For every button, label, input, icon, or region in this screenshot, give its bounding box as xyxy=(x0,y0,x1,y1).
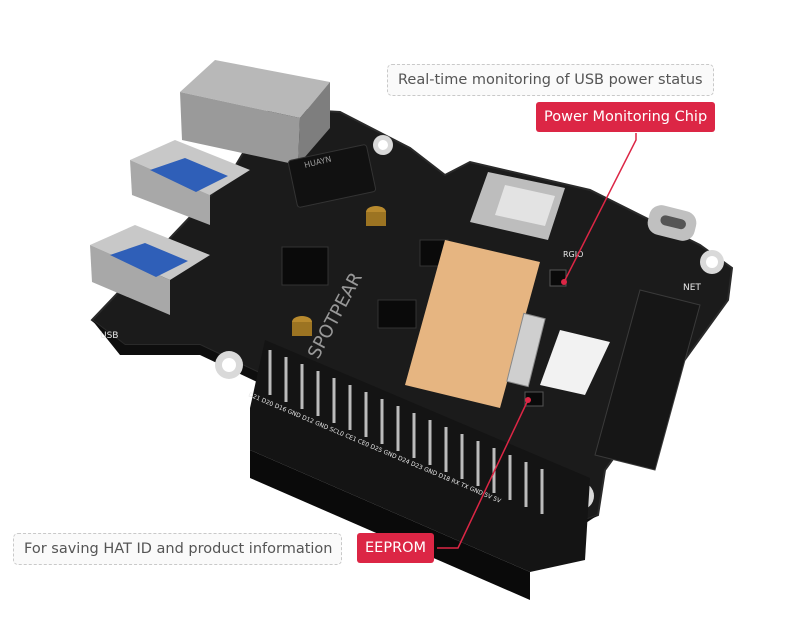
brass-standoff xyxy=(292,316,312,336)
fpc-connector xyxy=(506,312,546,388)
tag-eeprom: EEPROM xyxy=(357,533,435,563)
leader-line-eeprom xyxy=(437,399,529,549)
sim-card-slot xyxy=(470,172,565,240)
callout-hat-id-info: For saving HAT ID and product informatio… xyxy=(13,533,342,565)
usb-port-top xyxy=(130,140,250,225)
brass-standoff xyxy=(366,206,386,226)
ethernet-jack xyxy=(180,60,330,165)
leader-dot xyxy=(561,279,567,285)
ic-chip xyxy=(377,299,417,329)
gpio-header xyxy=(250,340,590,600)
tag-power-monitoring-chip: Power Monitoring Chip xyxy=(536,102,716,132)
silk-usb-label: USB xyxy=(100,331,118,341)
mounting-hole xyxy=(373,135,393,155)
silk-net-label: NET xyxy=(683,283,701,293)
callout-usb-power-status: Real-time monitoring of USB power status xyxy=(387,64,714,96)
mounting-hole xyxy=(215,351,243,379)
magnetics-chip xyxy=(287,144,377,208)
ic-chip xyxy=(281,246,329,286)
mounting-hole xyxy=(700,250,724,274)
m2-slot xyxy=(540,289,701,471)
silk-rgio-label: RGIO xyxy=(563,250,583,259)
leader-dot xyxy=(525,397,531,403)
usb-c-port xyxy=(647,205,697,241)
usb-port-bottom xyxy=(90,225,210,315)
leader-line-power-chip xyxy=(563,133,637,283)
heatsink-pad xyxy=(405,240,540,408)
